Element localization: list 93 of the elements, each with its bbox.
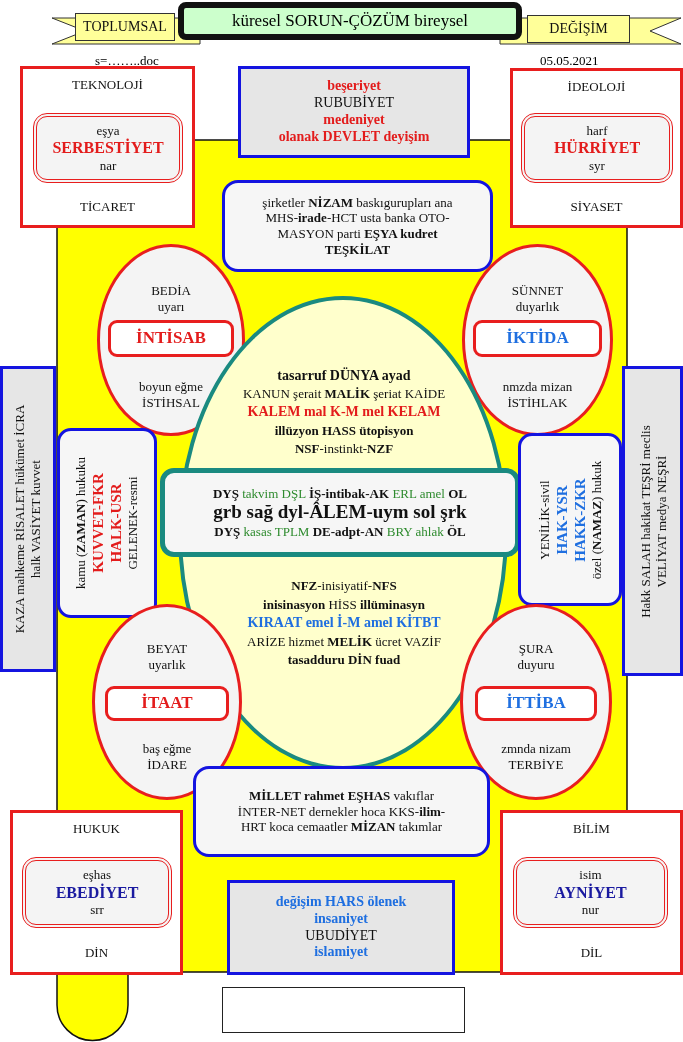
label-text: özel (NAMAZ) hukuk — [588, 460, 604, 579]
label-box — [475, 686, 597, 721]
label-text: srr — [90, 902, 104, 918]
label-text: tasarruf DÜNYA ayad — [276, 368, 412, 385]
concept-box — [521, 113, 673, 183]
label-text: tasadduru DİN fuad — [286, 652, 402, 668]
label-text: EBEDİYET — [55, 883, 139, 903]
label-text: İNTİSAB — [136, 328, 206, 349]
label-text: DİN — [83, 945, 110, 961]
label-text: nar — [99, 157, 117, 174]
label-text: İTTİBA — [506, 693, 566, 714]
note-text: s=……..doc — [95, 53, 159, 69]
vertical-info-box — [622, 366, 683, 676]
label-text: GELENEK-resmi — [125, 476, 141, 570]
label-text: KIRAAT emel İ-M amel KİTBT — [246, 615, 442, 632]
label-text: değişim HARS ölenek — [275, 893, 407, 911]
label-text: RUBUBİYET — [313, 95, 395, 112]
label-text: TEKNOLOJİ — [71, 77, 144, 93]
label-text: SÜNNET duyarlık — [510, 283, 565, 315]
label-text: nmzda mizan İSTİHLAK — [501, 379, 574, 411]
label-text: SERBESTİYET — [52, 138, 164, 158]
label-text: HÜRRİYET — [553, 138, 641, 158]
label-text: İTAAT — [141, 693, 193, 714]
label-text: YENİLİK-sivil — [536, 479, 552, 560]
label-box — [473, 320, 602, 357]
label-text: KALEM mal K-M mel KELAM — [246, 404, 442, 421]
label-text: DYŞ kasas TPLM DE-adpt-AN BRY ahlak ÖL — [214, 523, 466, 540]
title-banner: küresel SORUN-ÇÖZÜM bireysel — [178, 2, 522, 40]
label-text: olanak DEVLET deyişim — [278, 128, 430, 146]
label-box — [105, 686, 229, 721]
vertical-info-box — [0, 366, 56, 672]
label-text: nur — [581, 902, 600, 918]
ribbon-label — [75, 13, 175, 41]
label-text: zmnda nizam TERBİYE — [500, 741, 572, 773]
label-text: İDEOLOJİ — [566, 79, 627, 95]
label-text: TİCARET — [79, 199, 136, 215]
label-text: inisinasyon HİSS illüminasyn — [262, 597, 426, 613]
label-text: eşya — [96, 122, 120, 138]
empty-box — [222, 987, 465, 1033]
label-text: TOPLUMSAL — [83, 18, 167, 36]
label-text: SİYASET — [569, 199, 624, 215]
label-text: BİLİM — [572, 821, 611, 837]
label-text: şirketler NİZAM baskıgurupları ana MHS-irade-HCT usta banka OTO-MASYON parti EŞYA kudret TEŞKİLAT — [261, 194, 454, 258]
info-box — [238, 66, 470, 158]
label-text: kamu (ZAMAN) hukuku — [73, 456, 89, 590]
concept-box — [22, 857, 172, 928]
label-text: baş eğme İDARE — [141, 741, 193, 773]
label-text: HALK-USR — [107, 483, 125, 563]
label-text: boyun eğme İSTİHSAL — [138, 379, 204, 411]
vertical-rounded-box — [57, 428, 157, 618]
label-text: DYŞ takvim DŞL İŞ-intibak-AK ERL amel OL — [212, 485, 467, 502]
label-text: HAK-YSR — [552, 484, 570, 555]
label-text: isim — [579, 867, 602, 883]
label-text: grb sağ dyl-ÂLEM-uym sol şrk — [213, 501, 467, 524]
category-box — [510, 68, 683, 228]
category-box — [10, 810, 183, 975]
label-text: islamiyet — [314, 944, 368, 962]
concept-box — [33, 113, 183, 183]
category-box — [20, 66, 195, 228]
label-text: UBUDİYET — [305, 927, 377, 945]
label-text: HAKK-ZKR — [570, 477, 588, 562]
central-box — [160, 468, 520, 557]
label-text: DİL — [579, 945, 604, 961]
rounded-box — [222, 180, 493, 272]
label-text: İKTİDA — [506, 328, 569, 349]
label-text: HUKUK — [72, 821, 121, 837]
note-text: 05.05.2021 — [540, 53, 599, 69]
label-text: NSF-instinkt-NZF — [293, 441, 395, 457]
label-text: medeniyet — [323, 112, 385, 129]
concept-box — [513, 857, 668, 928]
ribbon-label — [527, 15, 630, 43]
label-text: insaniyet — [314, 910, 368, 928]
label-text: eşhas — [82, 867, 112, 883]
label-text: DEĞİŞİM — [549, 20, 608, 38]
label-text: BEYAT uyarlık — [145, 641, 189, 673]
label-text: beşeriyet — [327, 78, 381, 95]
label-text: KAZA mahkeme RİSALET hükümet İCRA halk VASİYET kuvvet — [12, 403, 44, 636]
label-text: MİLLET rahmet EŞHAS vakıflar İNTER-NET dernekler hoca KKS-ilim-HRT koca cemaatler MİZAN takımlar — [236, 788, 447, 835]
info-box — [227, 880, 455, 975]
category-box — [500, 810, 683, 975]
label-text: BEDİA uyarı — [150, 283, 192, 315]
label-text: NFZ-inisiyatif-NFS — [290, 578, 398, 594]
label-text: harf — [586, 122, 608, 138]
label-text: AYNİYET — [554, 882, 627, 903]
label-text: syr — [589, 157, 605, 174]
label-text: ARİZE hizmet MELİK ücret VAZİF — [246, 634, 442, 650]
label-text: ŞURA duyuru — [516, 641, 556, 673]
rounded-box — [193, 766, 490, 857]
label-text: illüzyon HASS ütopisyon — [273, 423, 415, 439]
vertical-rounded-box — [518, 433, 622, 606]
label-text: KUVVET-FKR — [89, 473, 107, 573]
label-text: Hakk SALAH hakikat TEŞRİ meclis VELİYAT medya NEŞRİ — [636, 423, 669, 620]
label-box — [108, 320, 234, 357]
